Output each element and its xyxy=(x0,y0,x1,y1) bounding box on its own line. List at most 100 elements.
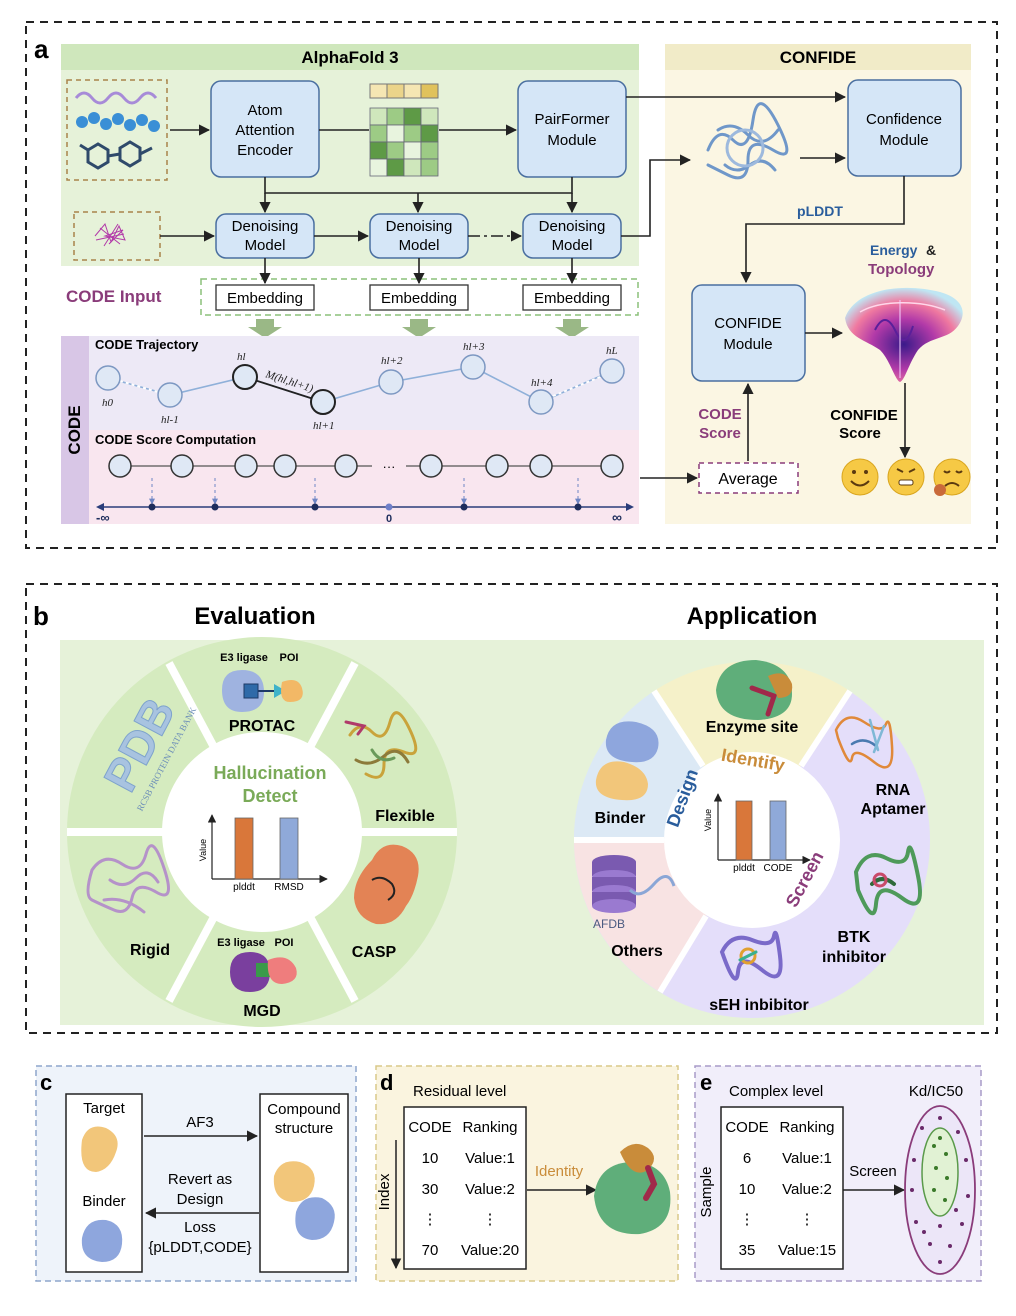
residual-row3-code: ⋮ xyxy=(423,1211,438,1228)
binder-label: Binder xyxy=(595,810,646,827)
score-axis-points xyxy=(148,503,582,511)
casp-label: CASP xyxy=(352,944,397,961)
compound-line2: structure xyxy=(275,1120,333,1137)
flexible-label: Flexible xyxy=(375,808,435,825)
confide-module-line1: CONFIDE xyxy=(714,315,782,332)
alphafold-header xyxy=(61,44,639,70)
embedding-box-3 xyxy=(522,284,622,311)
arrow-confidence-confide xyxy=(740,176,905,284)
panel-e-title: Complex level xyxy=(729,1083,823,1100)
eval-bar-label-rmsd: RMSD xyxy=(274,882,303,893)
rigid-structure-icon xyxy=(86,844,170,914)
residual-row4-code: 70 xyxy=(422,1242,439,1259)
panel-b-letter: b xyxy=(33,601,49,631)
af3-label: AF3 xyxy=(186,1114,214,1131)
eval-bar-rmsd xyxy=(279,817,299,880)
atom-encoder-line2: Attention xyxy=(235,122,294,139)
confide-module-line2: Module xyxy=(723,336,772,353)
residual-row4-rank: Value:20 xyxy=(461,1242,519,1259)
traj-label-hL: hL xyxy=(606,345,618,357)
rna-strand-icon xyxy=(74,91,158,105)
block-arrow-1 xyxy=(248,319,282,338)
ligand-icon xyxy=(79,140,153,170)
energy-landscape-icon xyxy=(845,287,963,382)
binder-protein-icon xyxy=(81,1219,123,1262)
mgd-poi-label: POI xyxy=(275,937,294,949)
denoise1-line1: Denoising xyxy=(232,218,299,235)
rna-aptamer-icon xyxy=(834,716,894,769)
traj-label-hl: hl xyxy=(237,351,246,363)
panel-a-letter: a xyxy=(34,34,49,64)
score-projection-lines xyxy=(149,478,581,505)
traj-label-hl+2: hl+2 xyxy=(381,355,403,367)
btk-inhibitor-icon xyxy=(853,845,922,916)
noise-cloud-icon xyxy=(94,222,126,247)
denoise2-line2: Model xyxy=(399,237,440,254)
mgd-icon xyxy=(230,952,297,992)
complex-row2-rank: Value:2 xyxy=(782,1181,832,1198)
btk-label-line1: BTK xyxy=(838,929,871,946)
residual-row1-rank: Value:1 xyxy=(465,1150,515,1167)
residual-header-ranking: Ranking xyxy=(462,1119,517,1136)
block-arrow-3 xyxy=(555,319,589,338)
code-input-dashed-area xyxy=(200,278,639,316)
btk-label-line2: inhibitor xyxy=(822,949,886,966)
casp-structure-icon xyxy=(354,844,419,925)
traj-label-hl+1: hl+1 xyxy=(313,420,334,432)
app-segment-enzyme xyxy=(654,661,850,840)
panel-b: b Evaluation Application E3 ligase POI P… xyxy=(25,583,998,1034)
alphafold-title: AlphaFold 3 xyxy=(301,48,398,67)
hallucination-line2: Detect xyxy=(242,786,297,806)
panel-a: a AlphaFold 3 CONFIDE Atom Attention Enc… xyxy=(25,21,998,549)
confide-score-line2: Score xyxy=(839,425,881,442)
sad-face-icon xyxy=(933,458,971,496)
score-ellipsis-bg xyxy=(372,458,406,474)
block-arrow-2 xyxy=(402,319,436,338)
mgd-e3-label: E3 ligase xyxy=(217,937,265,949)
code-score-computation-title: CODE Score Computation xyxy=(95,432,256,447)
panel-b-border xyxy=(25,583,998,1034)
panel-c: c Target Binder Compound structure AF3 R… xyxy=(35,1065,357,1282)
index-label: Index xyxy=(376,1173,393,1210)
denoise3-line2: Model xyxy=(552,237,593,254)
database-icon xyxy=(592,855,676,913)
atom-encoder-line3: Encoder xyxy=(237,142,293,159)
confide-module-box xyxy=(691,284,806,382)
predicted-structure-icon xyxy=(706,102,789,180)
target-label: Target xyxy=(83,1100,126,1117)
application-wheel-dividers xyxy=(574,689,853,994)
target-protein-icon xyxy=(81,1126,118,1172)
protac-e3-label: E3 ligase xyxy=(220,652,268,664)
axis-zero: 0 xyxy=(386,513,392,525)
panel-e-letter: e xyxy=(700,1070,712,1095)
afdb-label: AFDB xyxy=(593,917,625,931)
average-label: Average xyxy=(718,471,777,488)
confide-score-line1: CONFIDE xyxy=(830,407,898,424)
code-side-label: CODE xyxy=(65,405,84,454)
residual-row2-rank: Value:2 xyxy=(465,1181,515,1198)
residual-row1-code: 10 xyxy=(422,1150,439,1167)
rigid-label: Rigid xyxy=(130,942,170,959)
confide-title: CONFIDE xyxy=(780,48,857,67)
complex-row3-rank: ⋮ xyxy=(800,1211,815,1228)
energy-amp: & xyxy=(926,242,936,258)
axis-neg-infinity: -∞ xyxy=(96,510,110,525)
panel-d-title: Residual level xyxy=(413,1083,506,1100)
complex-row1-code: 6 xyxy=(743,1150,751,1167)
panel-a-border xyxy=(25,21,998,549)
evaluation-center xyxy=(162,732,362,932)
protac-label: PROTAC xyxy=(229,718,296,735)
code-input-label: CODE Input xyxy=(66,287,162,306)
traj-label-hl-1: hl-1 xyxy=(161,414,179,426)
pairformer-module-box xyxy=(517,80,627,178)
trajectory-gap-2 xyxy=(552,376,601,397)
eval-bar-ylabel: Value xyxy=(198,839,208,861)
residual-table xyxy=(403,1106,527,1270)
protac-icon xyxy=(222,670,303,712)
seh-label: sEH inbibitor xyxy=(709,997,809,1014)
panel-d-letter: d xyxy=(380,1070,393,1095)
trajectory-nodes xyxy=(95,354,625,415)
code-trajectory-area xyxy=(89,336,639,430)
eval-bar-label-plddt: plddt xyxy=(233,882,255,893)
